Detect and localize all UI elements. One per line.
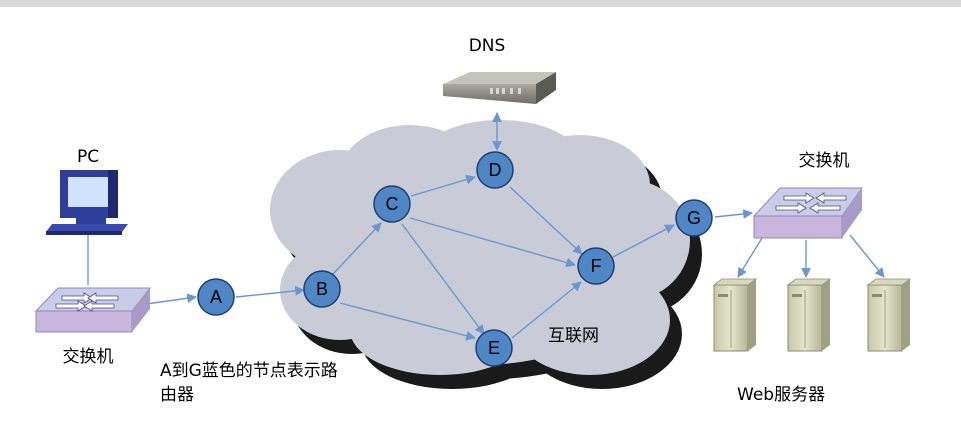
router-label: C — [386, 194, 399, 214]
link-f-g — [612, 224, 675, 258]
link-e-f — [511, 281, 582, 339]
router-label: D — [489, 160, 502, 180]
link-switch-server1 — [737, 237, 763, 278]
link-c-e — [401, 223, 485, 335]
internet-label: 互联网 — [548, 326, 599, 346]
link-c-d — [410, 174, 476, 197]
note-line-2: 由器 — [160, 385, 194, 405]
pc-icon — [46, 170, 128, 235]
link-d-f — [509, 186, 583, 255]
link-c-f — [409, 217, 576, 268]
router-a: A — [197, 278, 235, 316]
switch-icon — [752, 187, 863, 239]
link-b-e — [339, 302, 476, 341]
router-f: F — [577, 247, 615, 285]
dns-label: DNS — [469, 36, 506, 56]
router-label: A — [210, 287, 222, 307]
server-icon — [712, 278, 758, 352]
router-label: E — [488, 338, 500, 358]
top-border — [0, 0, 961, 7]
link-g-switch — [714, 209, 753, 219]
links — [87, 112, 885, 341]
link-a-b — [235, 286, 305, 298]
router-d: D — [476, 151, 514, 189]
router-label: B — [316, 279, 328, 299]
server-icon — [786, 278, 832, 352]
server-icon — [866, 278, 912, 352]
link-b-c — [332, 222, 382, 275]
switch-right-label: 交换机 — [799, 151, 850, 171]
router-b: B — [303, 270, 341, 308]
router-label: G — [687, 208, 701, 228]
pc-label: PC — [77, 147, 99, 167]
router-label: F — [591, 256, 602, 276]
note-line-1: A到G蓝色的节点表示路 — [160, 361, 338, 381]
link-switch-server3 — [849, 234, 885, 278]
internet-cloud — [270, 120, 702, 389]
router-g: G — [675, 199, 713, 237]
web-servers-label: Web服务器 — [737, 385, 825, 405]
router-c: C — [373, 185, 411, 223]
dns-server-icon — [443, 72, 556, 104]
switch-icon — [34, 287, 152, 333]
switch-left-label: 交换机 — [63, 347, 114, 367]
router-e: E — [475, 329, 513, 367]
